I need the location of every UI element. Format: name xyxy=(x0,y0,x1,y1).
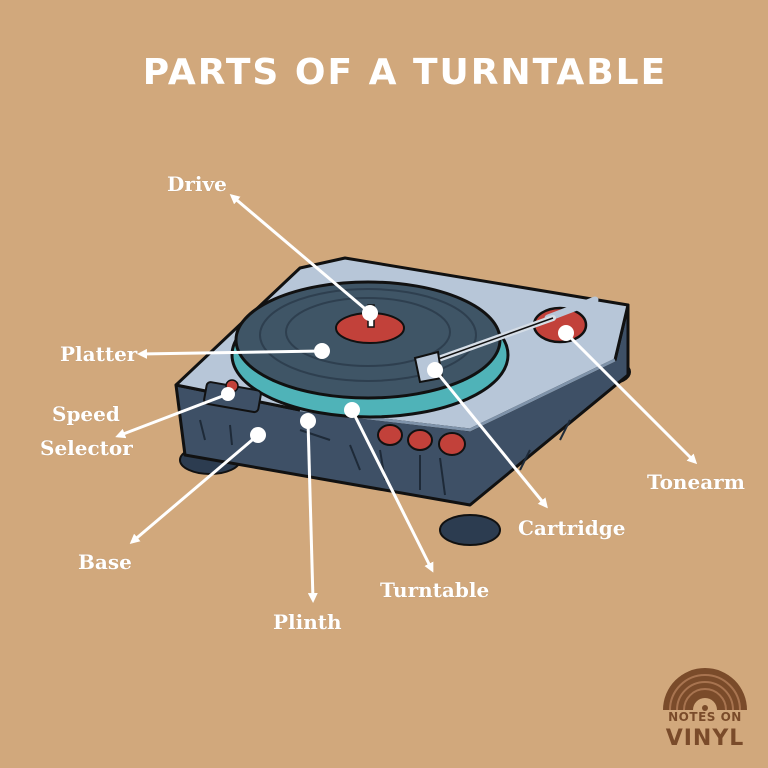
label-turntable: Turntable xyxy=(380,578,490,602)
pointer-cartridge xyxy=(433,369,548,509)
pointer-base xyxy=(129,433,259,544)
vinyl-record-icon xyxy=(663,668,747,711)
pointers xyxy=(115,194,698,603)
pointer-platter xyxy=(137,348,323,359)
logo-text-notes-on: NOTES ON xyxy=(668,710,742,724)
label-speed: Speed xyxy=(52,402,120,426)
label-selector: Selector xyxy=(40,436,133,460)
pointer-tonearm xyxy=(564,331,698,465)
record xyxy=(234,280,502,400)
logo-text-vinyl: VINYL xyxy=(665,726,745,751)
pointer-drive xyxy=(229,194,371,315)
label-plinth: Plinth xyxy=(273,610,342,634)
pointer-plinth xyxy=(306,420,318,603)
label-cartridge: Cartridge xyxy=(518,516,626,540)
pointer-turntable xyxy=(350,409,434,573)
pointer-dots xyxy=(221,305,574,443)
label-drive: Drive xyxy=(167,172,227,196)
label-platter: Platter xyxy=(60,342,138,366)
page-title: PARTS OF A TURNTABLE xyxy=(142,52,668,93)
label-tonearm: Tonearm xyxy=(647,470,745,494)
label-base: Base xyxy=(78,550,132,574)
notes-on-vinyl-logo: NOTES ON VINYL xyxy=(655,662,755,757)
pointer-speed-selector xyxy=(115,392,229,439)
